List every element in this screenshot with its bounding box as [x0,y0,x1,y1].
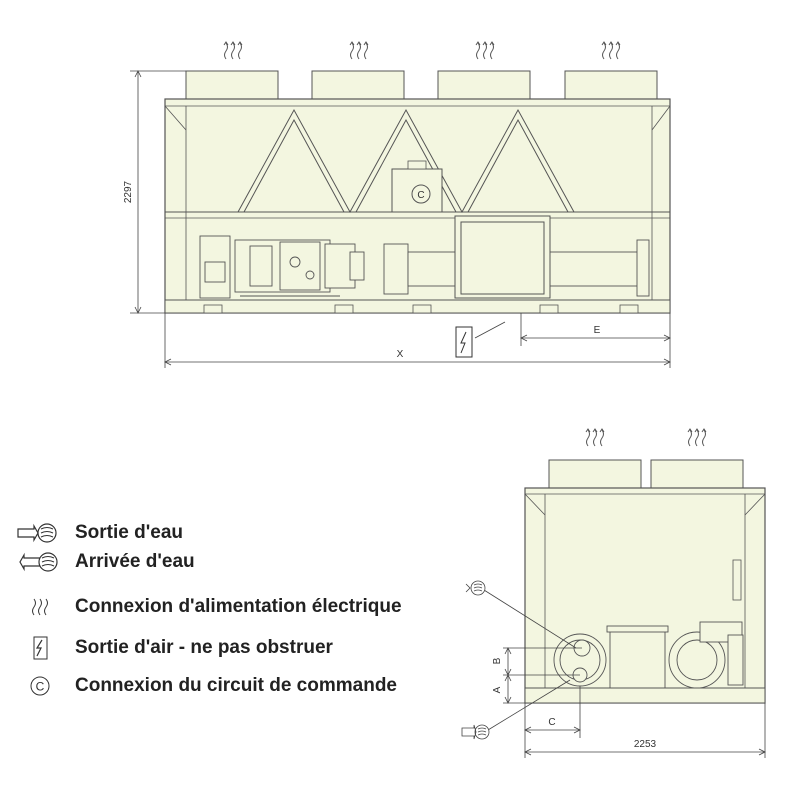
e-dimension [520,313,671,346]
e-value: E [594,325,601,336]
water-outlet-icon [0,520,75,546]
legend-water-outlet-label: Sortie d'eau [75,522,183,543]
compressors [199,235,365,299]
height-value: 2297 [123,180,134,203]
side-compressor [668,621,744,689]
c-dimension [524,686,581,738]
legend-water-outlet: Sortie d'eau [0,520,183,546]
side-water-inlet-marker [465,580,577,649]
legend-water-inlet-label: Arrivée d'eau [75,551,195,572]
side-air-outlet-icon [585,428,707,447]
power-entry-icon [455,321,506,358]
legend-power-connection-label: Connexion d'alimentation électrique [75,596,402,617]
legend-power-connection: Connexion d'alimentation électrique [0,594,402,620]
side-evaporator [553,633,607,687]
length-value: X [397,349,404,360]
dim-a-value: A [492,686,503,693]
side-water-outlet-marker [461,679,571,740]
side-pump [606,625,669,689]
dim-c-value: C [548,717,555,728]
water-inlet-icon [0,549,75,575]
power-connection-icon [0,594,75,620]
legend-air-outlet-label: Sortie d'air - ne pas obstruer [75,637,333,658]
control-symbol-label: C [417,190,424,201]
legend-water-inlet: Arrivée d'eau [0,549,195,575]
ab-dimensions [503,647,582,704]
dim-b-value: B [492,657,503,664]
length-dimension [164,313,671,368]
electrical-box [454,215,551,299]
legend-control-circuit-label: Connexion du circuit de commande [75,675,397,696]
legend-air-outlet: Sortie d'air - ne pas obstruer [0,635,333,661]
air-outlet-legend-icon [0,635,75,661]
side-width-value: 2253 [634,739,657,750]
fan-housings [185,70,658,100]
legend-control-circuit: C Connexion du circuit de commande [0,673,397,699]
height-dimension [130,70,186,314]
side-width-dimension [524,703,766,758]
control-circuit-letter: C [36,680,45,694]
side-view: A B C 2253 [461,428,766,758]
front-view: C [123,41,671,368]
control-circuit-icon: C [0,673,75,699]
control-box: C [391,160,443,213]
air-outlet-icon [223,41,621,60]
